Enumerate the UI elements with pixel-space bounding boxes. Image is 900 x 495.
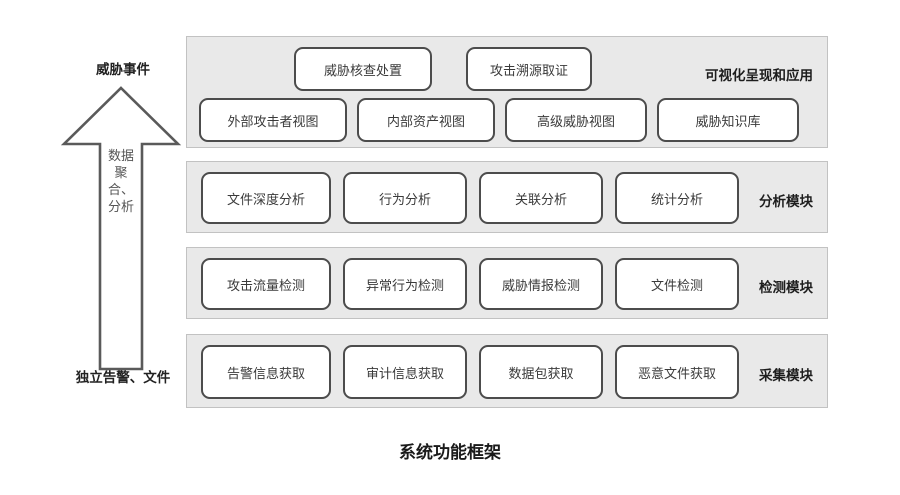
box-internal-asset-view[interactable]: 内部资产视图 — [357, 98, 495, 142]
layer-panel-detection: 检测模块 攻击流量检测 异常行为检测 威胁情报检测 文件检测 — [186, 247, 828, 319]
arrow-label: 数据聚合、分析 — [107, 149, 134, 215]
up-arrow-icon — [60, 86, 182, 371]
box-threat-knowledge-base[interactable]: 威胁知识库 — [657, 98, 799, 142]
flow-bottom-label: 独立告警、文件 — [75, 370, 171, 386]
diagram-caption: 系统功能框架 — [399, 443, 501, 463]
box-advanced-threat-view[interactable]: 高级威胁视图 — [505, 98, 647, 142]
data-flow-arrow: 数据聚合、分析 — [60, 86, 182, 371]
module-label-analysis: 分析模块 — [759, 194, 813, 210]
flow-top-label: 威胁事件 — [96, 62, 150, 78]
layer-panel-analysis: 分析模块 文件深度分析 行为分析 关联分析 统计分析 — [186, 161, 828, 233]
box-file-deep-analysis[interactable]: 文件深度分析 — [201, 172, 331, 224]
box-file-detection[interactable]: 文件检测 — [615, 258, 739, 310]
box-statistical-analysis[interactable]: 统计分析 — [615, 172, 739, 224]
box-external-attacker-view[interactable]: 外部攻击者视图 — [199, 98, 347, 142]
box-correlation-analysis[interactable]: 关联分析 — [479, 172, 603, 224]
layer-panel-visualization: 可视化呈现和应用 威胁核查处置 攻击溯源取证 外部攻击者视图 内部资产视图 高级… — [186, 36, 828, 148]
layer-panel-collection: 采集模块 告警信息获取 审计信息获取 数据包获取 恶意文件获取 — [186, 334, 828, 408]
module-label-collection: 采集模块 — [759, 368, 813, 384]
box-alert-info-collection[interactable]: 告警信息获取 — [201, 345, 331, 399]
box-threat-verification[interactable]: 威胁核查处置 — [294, 47, 432, 91]
box-attack-traffic-detection[interactable]: 攻击流量检测 — [201, 258, 331, 310]
box-anomalous-behavior-detection[interactable]: 异常行为检测 — [343, 258, 467, 310]
box-attack-tracing[interactable]: 攻击溯源取证 — [466, 47, 592, 91]
module-label-visualization: 可视化呈现和应用 — [705, 68, 813, 84]
box-audit-info-collection[interactable]: 审计信息获取 — [343, 345, 467, 399]
box-threat-intelligence-detection[interactable]: 威胁情报检测 — [479, 258, 603, 310]
box-malicious-file-collection[interactable]: 恶意文件获取 — [615, 345, 739, 399]
box-behavior-analysis[interactable]: 行为分析 — [343, 172, 467, 224]
box-packet-collection[interactable]: 数据包获取 — [479, 345, 603, 399]
module-label-detection: 检测模块 — [759, 280, 813, 296]
